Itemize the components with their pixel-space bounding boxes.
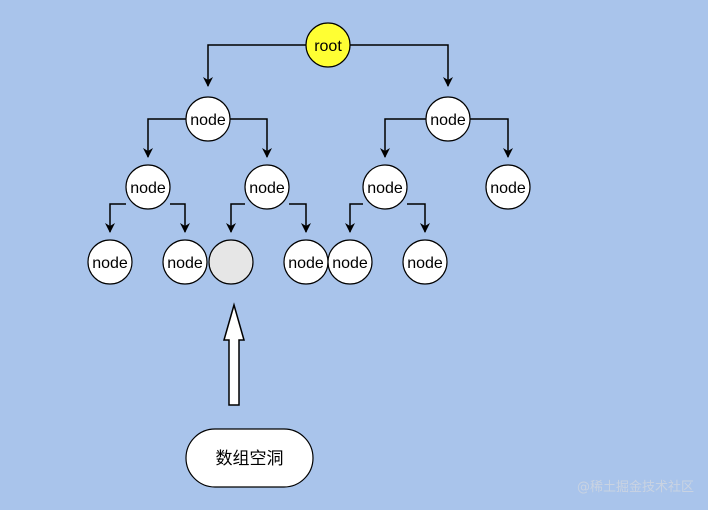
node-label: node [130, 180, 166, 197]
up-arrow-icon [223, 302, 245, 406]
node-label: node [167, 255, 203, 272]
root-label: root [314, 38, 342, 55]
edge-l2b-left [226, 203, 245, 233]
node-l3-1: node [87, 239, 133, 285]
node-l3-5: node [327, 239, 373, 285]
root-node: root [305, 22, 351, 68]
node-l2-2: node [244, 164, 290, 210]
edge-r1-left [380, 118, 426, 158]
node-label: node [249, 180, 285, 197]
edge-r2a-left [345, 203, 363, 233]
node-label: node [367, 180, 403, 197]
callout-bubble: 数组空洞 [185, 428, 314, 488]
node-l2-3: node [362, 164, 408, 210]
edge-root-right [350, 44, 453, 87]
watermark-text: @稀土掘金技术社区 [577, 479, 694, 495]
edge-l1-right [230, 118, 272, 158]
node-l1-right: node [425, 96, 471, 142]
node-label: node [430, 112, 466, 129]
node-label: node [332, 255, 368, 272]
edge-r1-right [470, 118, 513, 158]
node-label: node [190, 112, 226, 129]
edge-l2a-left [105, 203, 126, 233]
edge-l1-left [143, 118, 186, 158]
edge-root-left [203, 44, 306, 87]
node-l2-4: node [485, 164, 531, 210]
node-l1-left: node [185, 96, 231, 142]
node-l2-1: node [125, 164, 171, 210]
empty-hole-node [208, 239, 254, 285]
node-label: node [490, 180, 526, 197]
node-label: node [92, 255, 128, 272]
tree-edges [105, 44, 513, 233]
node-l3-2: node [162, 239, 208, 285]
edge-l2b-right [289, 203, 311, 233]
callout-label: 数组空洞 [216, 449, 284, 469]
node-l3-6: node [402, 239, 448, 285]
node-label: node [407, 255, 443, 272]
node-label: node [288, 255, 324, 272]
edge-r2a-right [407, 203, 430, 233]
edge-l2a-right [170, 203, 190, 233]
node-l3-4: node [283, 239, 329, 285]
